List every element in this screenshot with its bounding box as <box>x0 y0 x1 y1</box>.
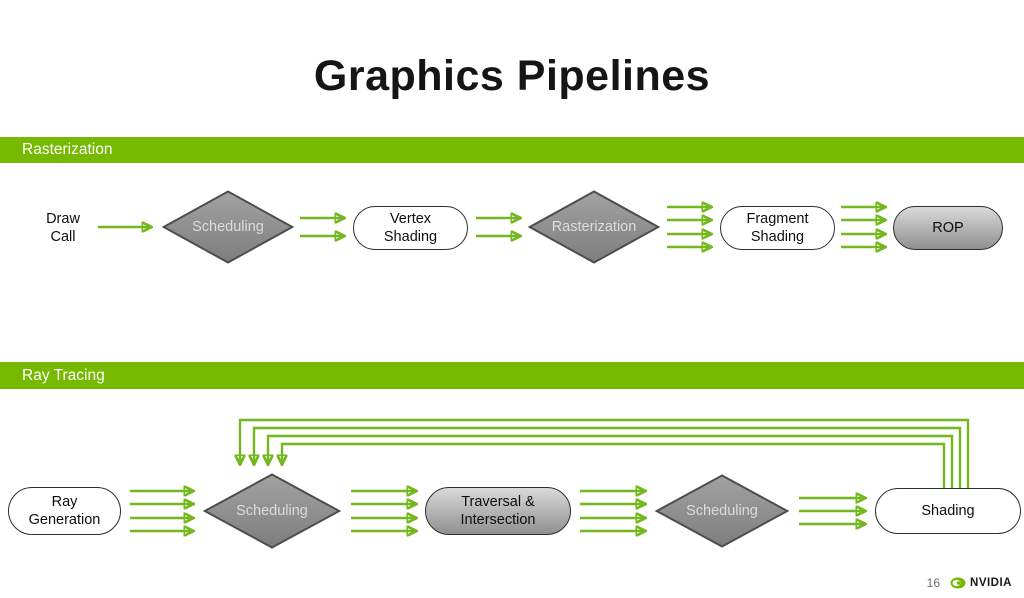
node-label: Scheduling <box>686 502 758 519</box>
diamond-shape <box>161 190 295 264</box>
arrow-group-vertex-shading-to-rasterization <box>476 218 519 236</box>
node-label: Rasterization <box>551 218 637 235</box>
page-number: 16 <box>926 576 941 590</box>
nvidia-eye-icon <box>950 577 966 589</box>
slide-title: Graphics Pipelines <box>313 52 711 100</box>
arrow-group-ray-generation-to-scheduling <box>130 491 192 531</box>
diamond-shape <box>654 474 790 548</box>
arrow-group-scheduling-to-traversal <box>351 491 415 531</box>
arrow-group-traversal-to-scheduling <box>580 491 644 531</box>
node-label: Scheduling <box>236 502 308 519</box>
section-label: Ray Tracing <box>22 366 105 384</box>
node-scheduling-diamond: Scheduling <box>202 473 342 549</box>
node-shading: Shading <box>875 488 1021 534</box>
node-scheduling-diamond: Scheduling <box>654 474 790 548</box>
node-vertex-shading: Vertex Shading <box>353 206 468 250</box>
nvidia-logo: NVIDIA <box>950 577 1012 589</box>
nvidia-wordmark: NVIDIA <box>970 577 1012 589</box>
arrow-group-rasterization-to-fragment-shading <box>667 207 710 247</box>
arrow-group-scheduling-to-vertex-shading <box>300 218 343 236</box>
diamond-shape <box>202 473 342 549</box>
node-label: Scheduling <box>192 218 264 235</box>
section-banner-rasterization: Rasterization <box>0 137 1024 163</box>
node-scheduling-diamond: Scheduling <box>161 190 295 264</box>
slide-footer: 16 NVIDIA <box>927 576 1012 590</box>
arrow-group-fragment-shading-to-rop <box>841 207 884 247</box>
node-rop: ROP <box>893 206 1003 250</box>
node-fragment-shading: Fragment Shading <box>720 206 835 250</box>
arrow-group-scheduling-to-shading <box>799 498 864 524</box>
node-draw-call: Draw Call <box>46 210 80 245</box>
node-rasterization-diamond: Rasterization <box>527 190 661 264</box>
node-traversal-intersection: Traversal & Intersection <box>425 487 571 535</box>
feedback-loop-arrows <box>240 418 970 488</box>
node-ray-generation: Ray Generation <box>8 487 121 535</box>
diamond-shape <box>527 190 661 264</box>
section-label: Rasterization <box>22 141 113 158</box>
section-banner-ray-tracing: Ray Tracing <box>0 362 1024 389</box>
